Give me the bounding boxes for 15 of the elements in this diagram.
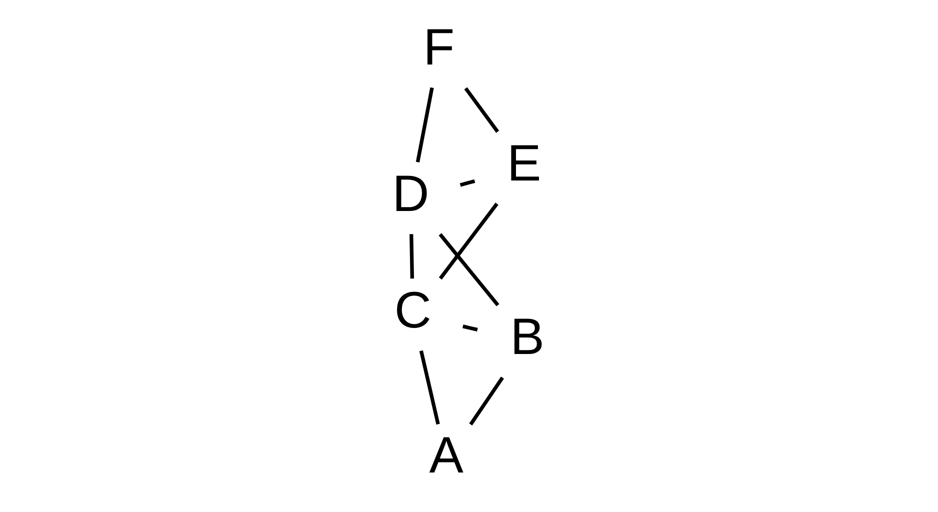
- connector: [438, 202, 498, 280]
- connector: [462, 324, 478, 332]
- node-text: D: [392, 164, 430, 222]
- connector: [464, 87, 500, 133]
- connector: [410, 234, 414, 279]
- connector: [438, 233, 500, 306]
- connector: [416, 87, 434, 162]
- node-text: C: [394, 281, 432, 338]
- connector: [460, 179, 476, 187]
- connector: [419, 350, 440, 425]
- connector: [469, 376, 504, 426]
- node-text: A: [429, 426, 464, 484]
- node-text: F: [423, 18, 455, 76]
- node-text: E: [507, 134, 542, 192]
- node-text: B: [510, 308, 544, 365]
